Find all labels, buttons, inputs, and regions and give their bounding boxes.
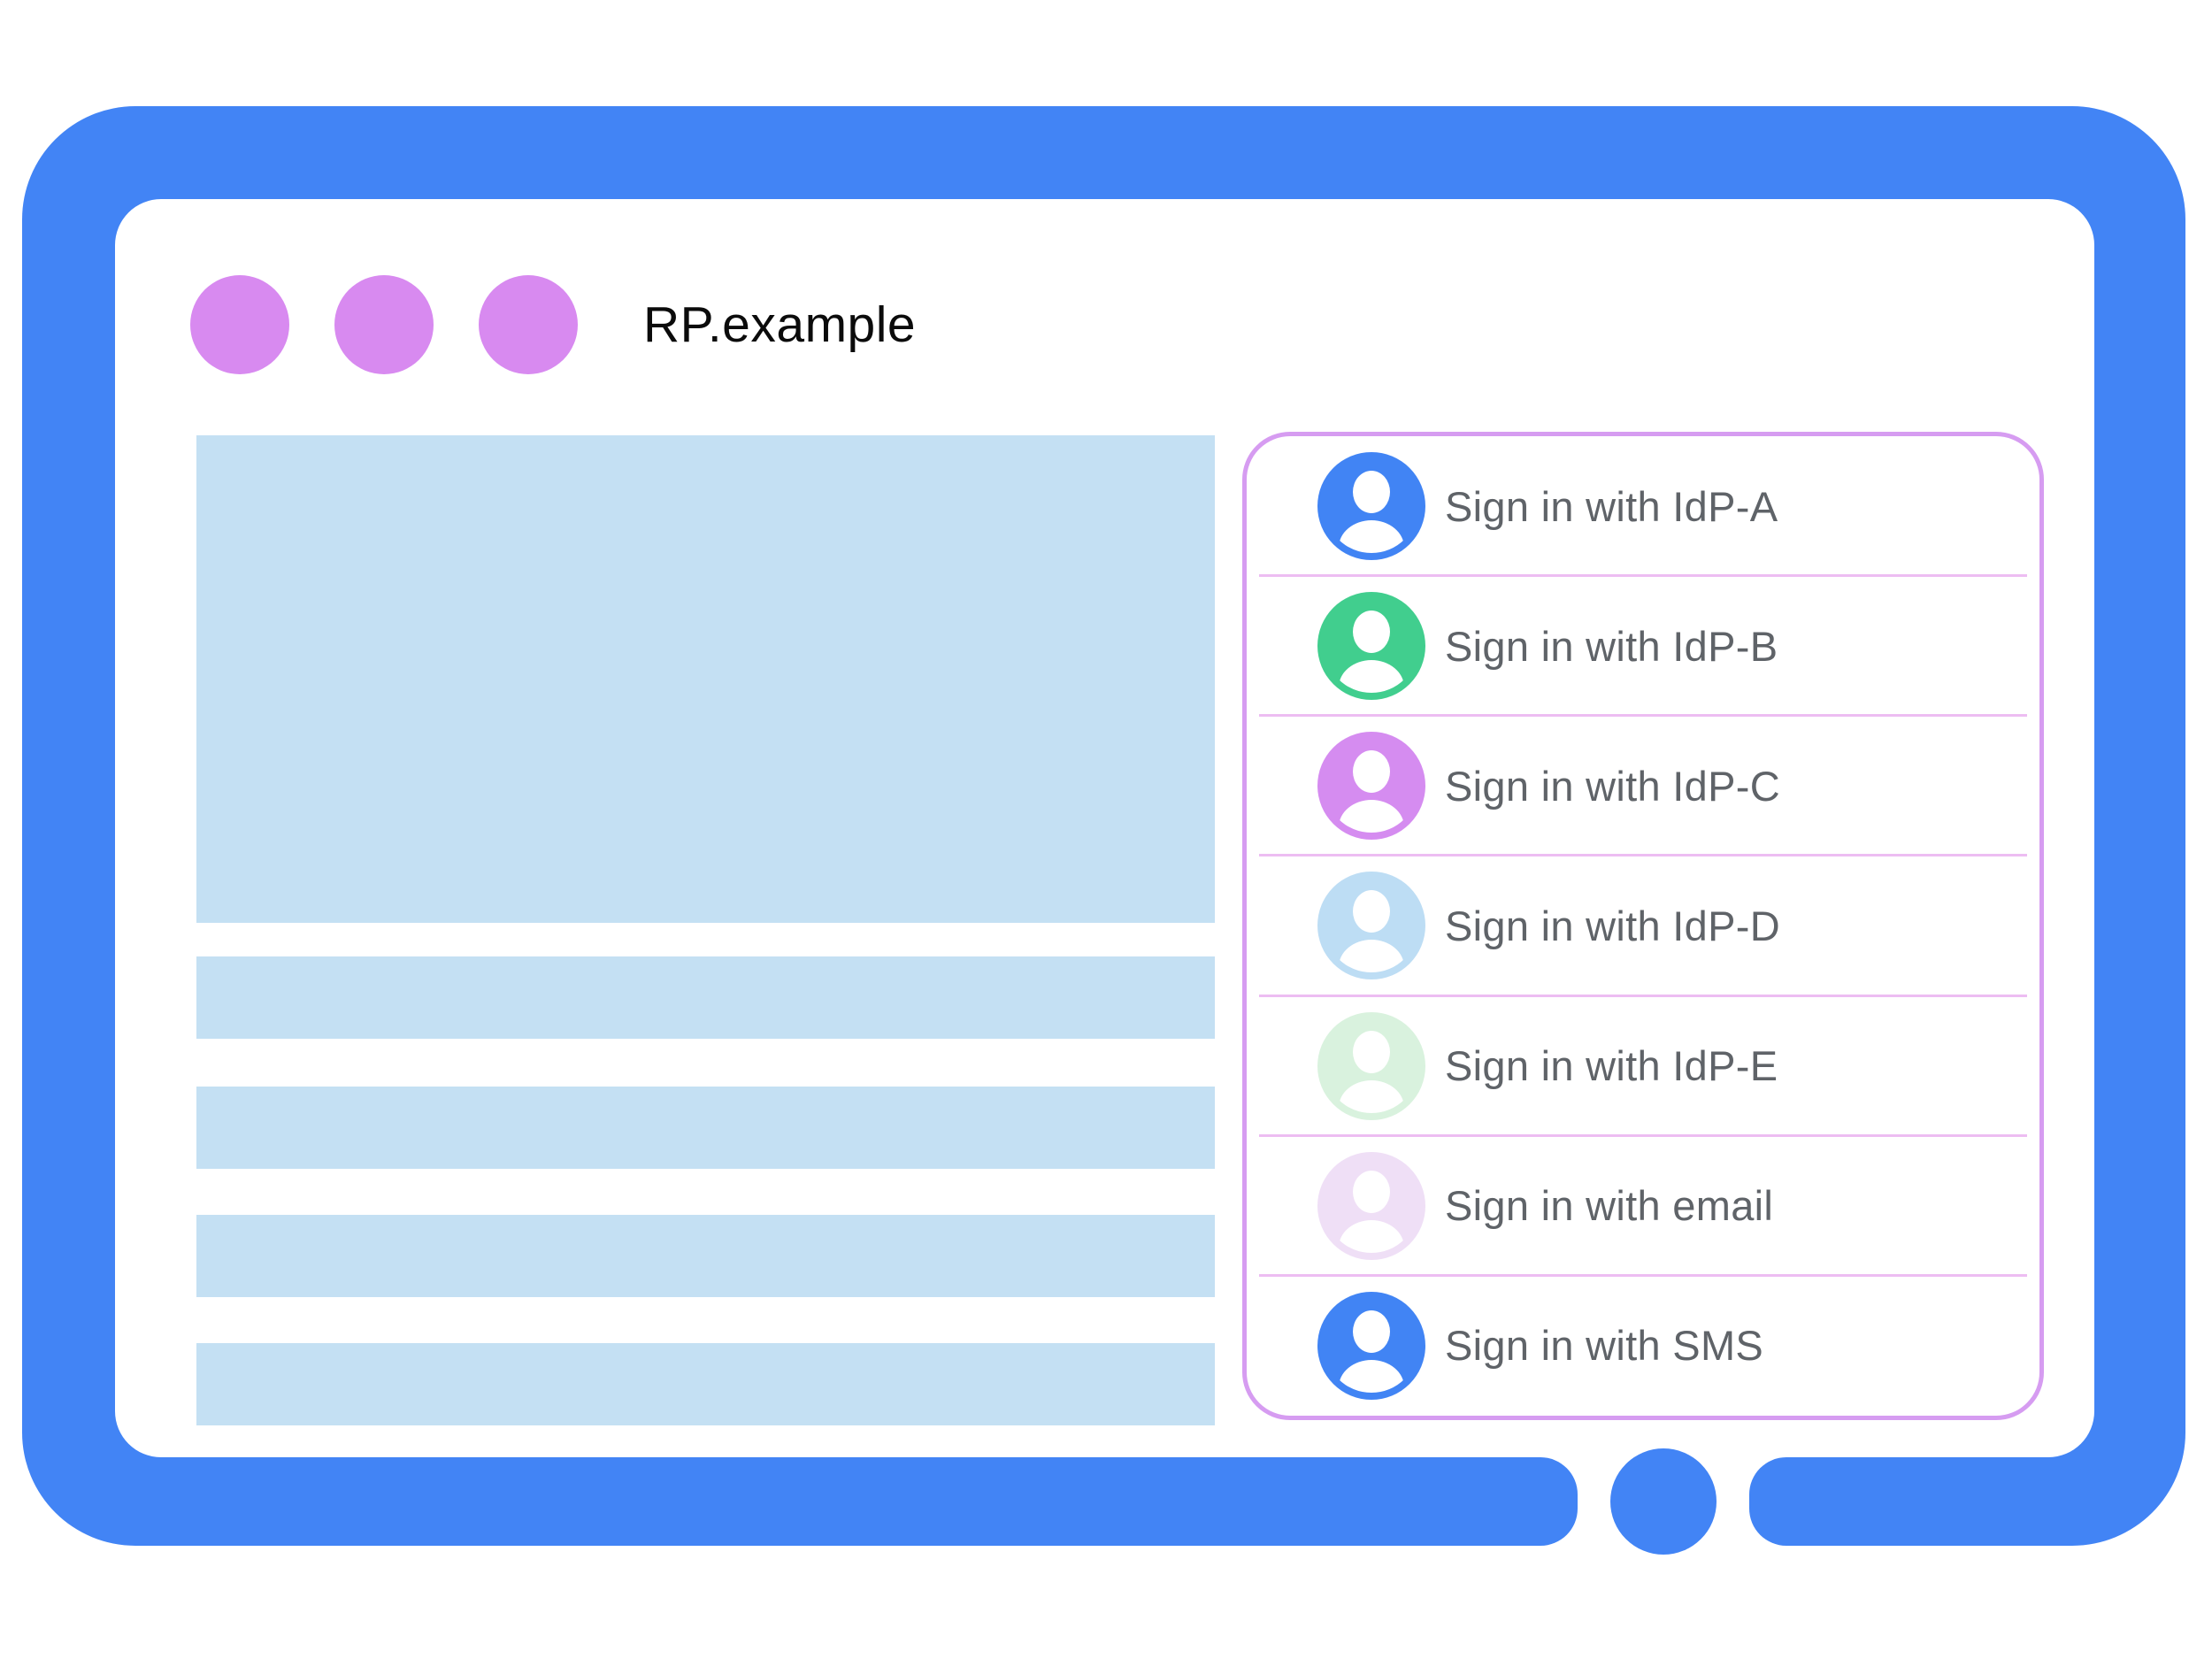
signin-option-label: Sign in with IdP-E	[1445, 1042, 1778, 1090]
skeleton-text-bar	[196, 956, 1215, 1039]
page-title: RP.example	[643, 296, 917, 353]
signin-option-label: Sign in with SMS	[1445, 1322, 1764, 1370]
skeleton-text-bar	[196, 1215, 1215, 1297]
signin-option-label: Sign in with IdP-A	[1445, 482, 1778, 530]
window-control-dot	[334, 275, 434, 374]
signin-option-email[interactable]: Sign in with email	[1247, 1136, 2039, 1277]
user-avatar-icon	[1317, 592, 1425, 701]
window-control-dot	[479, 275, 578, 374]
skeleton-text-bar	[196, 1343, 1215, 1425]
home-button-circle	[1610, 1448, 1717, 1555]
user-avatar-icon	[1317, 1151, 1425, 1260]
signin-option-label: Sign in with email	[1445, 1182, 1774, 1230]
signin-option-label: Sign in with IdP-B	[1445, 622, 1778, 670]
signin-option-idp-d[interactable]: Sign in with IdP-D	[1247, 856, 2039, 997]
user-avatar-icon	[1317, 1011, 1425, 1120]
bezel-left-cap	[1516, 1457, 1578, 1546]
signin-option-label: Sign in with IdP-C	[1445, 762, 1780, 810]
user-avatar-icon	[1317, 452, 1425, 561]
signin-option-sms[interactable]: Sign in with SMS	[1247, 1276, 2039, 1416]
user-avatar-icon	[1317, 1291, 1425, 1400]
signin-chooser-panel: Sign in with IdP-A Sign in with IdP-B Si…	[1242, 432, 2044, 1420]
user-avatar-icon	[1317, 732, 1425, 841]
signin-option-label: Sign in with IdP-D	[1445, 902, 1780, 949]
window-control-dot	[190, 275, 289, 374]
bezel-right-cap	[1749, 1457, 1811, 1546]
signin-option-idp-c[interactable]: Sign in with IdP-C	[1247, 716, 2039, 857]
skeleton-hero-block	[196, 435, 1215, 923]
signin-option-idp-b[interactable]: Sign in with IdP-B	[1247, 576, 2039, 718]
signin-option-idp-a[interactable]: Sign in with IdP-A	[1247, 436, 2039, 578]
signin-option-idp-e[interactable]: Sign in with IdP-E	[1247, 996, 2039, 1137]
skeleton-text-bar	[196, 1087, 1215, 1169]
user-avatar-icon	[1317, 872, 1425, 980]
